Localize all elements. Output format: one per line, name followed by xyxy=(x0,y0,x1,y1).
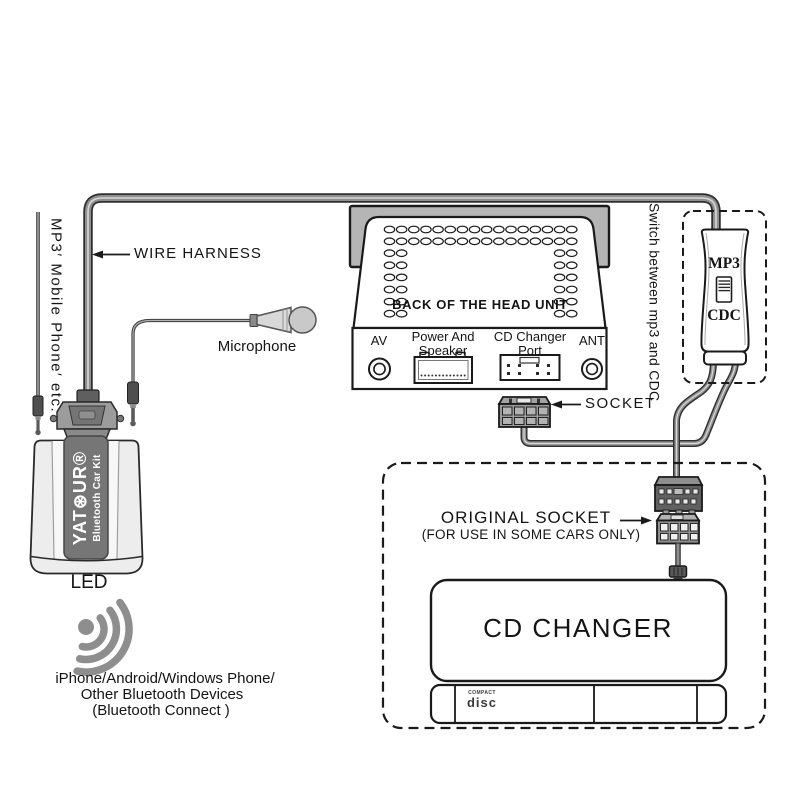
original-socket-arrow xyxy=(620,516,652,525)
compact-disc-logo-top: COMPACT xyxy=(468,690,496,696)
head-unit xyxy=(351,215,608,391)
bluetooth-devices-label-line3: (Bluetooth Connect ) xyxy=(92,702,230,719)
microphone-label: Microphone xyxy=(217,338,297,355)
switch-unit xyxy=(700,228,750,366)
microphone-cable xyxy=(131,318,256,383)
bluetooth-devices-label-line1: iPhone/Android/Windows Phone/ xyxy=(55,670,275,687)
switch-note-label: Switch between mp3 and CDC xyxy=(646,203,663,402)
cd-changer-unit xyxy=(429,578,728,725)
wire-harness-arrow xyxy=(92,250,130,259)
switch-dashed-outline xyxy=(682,210,767,384)
original-socket-label-line2: (FOR USE IN SOME CARS ONLY) xyxy=(421,527,641,542)
socket-label: SOCKET xyxy=(585,395,656,412)
wireless-signal-icon xyxy=(73,598,133,676)
original-socket-label-line1: ORIGINAL SOCKET xyxy=(440,508,612,527)
aux-jack-icon xyxy=(32,395,44,436)
cd-tray xyxy=(429,683,728,725)
brand-strip xyxy=(63,435,109,560)
switch-to-plug-cable xyxy=(673,361,717,480)
cd-port-label-line1: CD Changer xyxy=(493,329,567,344)
head-unit-title: BACK OF THE HEAD UNIT xyxy=(392,297,568,312)
socket-connector xyxy=(497,396,552,428)
ant-label: ANT xyxy=(579,333,605,348)
switch-cdc-label: CDC xyxy=(707,307,741,324)
microphone-icon xyxy=(249,306,317,334)
harness-plug-connector xyxy=(653,476,704,512)
power-speaker-label-line2: Speaker xyxy=(418,343,468,358)
socket-arrow xyxy=(551,400,581,409)
yatour-device xyxy=(29,389,144,575)
wire-harness-label: WIRE HARNESS xyxy=(134,245,262,262)
ant-connector xyxy=(581,358,603,380)
power-speaker-label-line1: Power And xyxy=(411,329,475,344)
compact-disc-logo: COMPACT disc xyxy=(461,690,503,710)
av-connector xyxy=(368,357,391,381)
mp3-source-label: MP3′ Mobile Phone′ etc. xyxy=(47,218,65,414)
cd-changer-dashed-outline xyxy=(381,461,767,730)
original-socket-connector xyxy=(655,509,701,545)
av-label: AV xyxy=(370,333,388,348)
cd-changer-label: CD CHANGER xyxy=(483,613,673,643)
slide-switch-icon xyxy=(715,276,733,303)
brand-label: YAT⊛UR® xyxy=(69,450,90,546)
brand-label-block: YAT⊛UR® Bluetooth Car Kit xyxy=(67,438,105,558)
wire-harness-cable xyxy=(83,193,721,396)
led-label: LED xyxy=(70,572,108,593)
compact-disc-logo-text: disc xyxy=(466,695,497,710)
switch-mp3-label: MP3 xyxy=(708,255,740,272)
socket-to-switch-cable xyxy=(520,361,739,447)
vent-grid xyxy=(383,225,578,318)
cd-port-label-line2: Port xyxy=(518,343,542,358)
brand-sub-label: Bluetooth Car Kit xyxy=(91,454,103,542)
power-speaker-connector xyxy=(413,351,473,384)
microphone-jack-icon xyxy=(127,381,139,427)
bluetooth-devices-label-line2: Other Bluetooth Devices xyxy=(80,686,244,703)
cd-changer-port-connector xyxy=(499,354,561,381)
